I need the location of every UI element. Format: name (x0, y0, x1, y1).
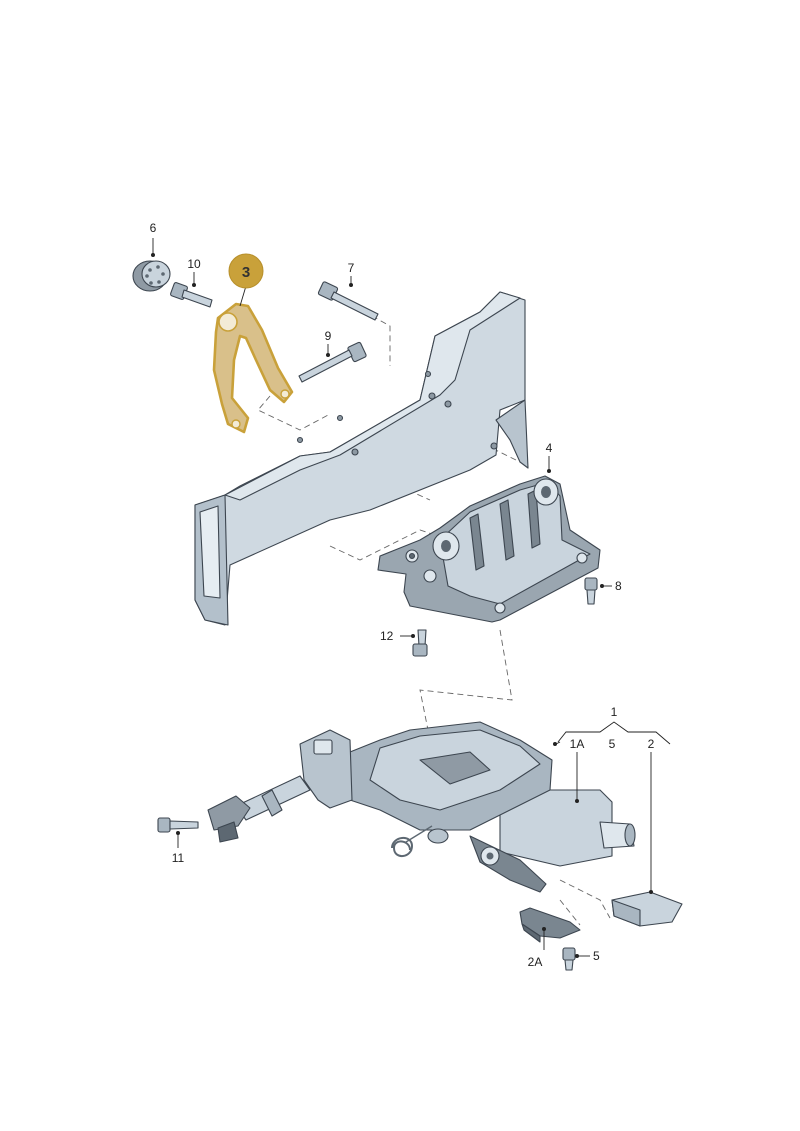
bolt-part-7 (317, 281, 379, 321)
steering-column-part-1 (207, 721, 636, 893)
callout-2a[interactable]: 2A (528, 955, 543, 969)
frame-crossmember (194, 291, 529, 626)
mounting-bracket-part-4 (377, 475, 601, 623)
callout-3: 3 (242, 264, 250, 281)
callout-badge-3[interactable]: 3 (228, 253, 264, 289)
leader-lines (152, 238, 671, 957)
bolt-part-5 (562, 947, 576, 971)
bolt-part-12 (412, 629, 428, 657)
callout-4[interactable]: 4 (546, 441, 553, 455)
bracket-part-2a (519, 907, 581, 943)
callout-5-upper[interactable]: 5 (609, 737, 616, 751)
callout-9[interactable]: 9 (325, 329, 332, 343)
bolt-part-10 (170, 282, 213, 308)
callout-1[interactable]: 1 (611, 705, 618, 719)
callout-12[interactable]: 12 (380, 629, 394, 643)
bolt-part-11 (157, 817, 199, 833)
callout-2[interactable]: 2 (648, 737, 655, 751)
callout-labels: 6 10 7 9 4 8 12 1 1A 5 2 11 2A 5 (150, 221, 655, 969)
callout-11[interactable]: 11 (172, 851, 185, 865)
callout-10[interactable]: 10 (187, 257, 201, 271)
callout-6[interactable]: 6 (150, 221, 157, 235)
bolt-part-8 (584, 577, 598, 605)
callout-8[interactable]: 8 (615, 579, 622, 593)
callout-7[interactable]: 7 (348, 261, 355, 275)
cover-part-2 (611, 891, 683, 927)
callout-1a[interactable]: 1A (570, 737, 585, 751)
bolt-part-9 (298, 341, 367, 383)
nut-part-6 (132, 260, 171, 292)
bracket-part-3 (212, 302, 294, 434)
callout-5-lower[interactable]: 5 (593, 949, 600, 963)
leader-arrowheads (151, 253, 653, 958)
